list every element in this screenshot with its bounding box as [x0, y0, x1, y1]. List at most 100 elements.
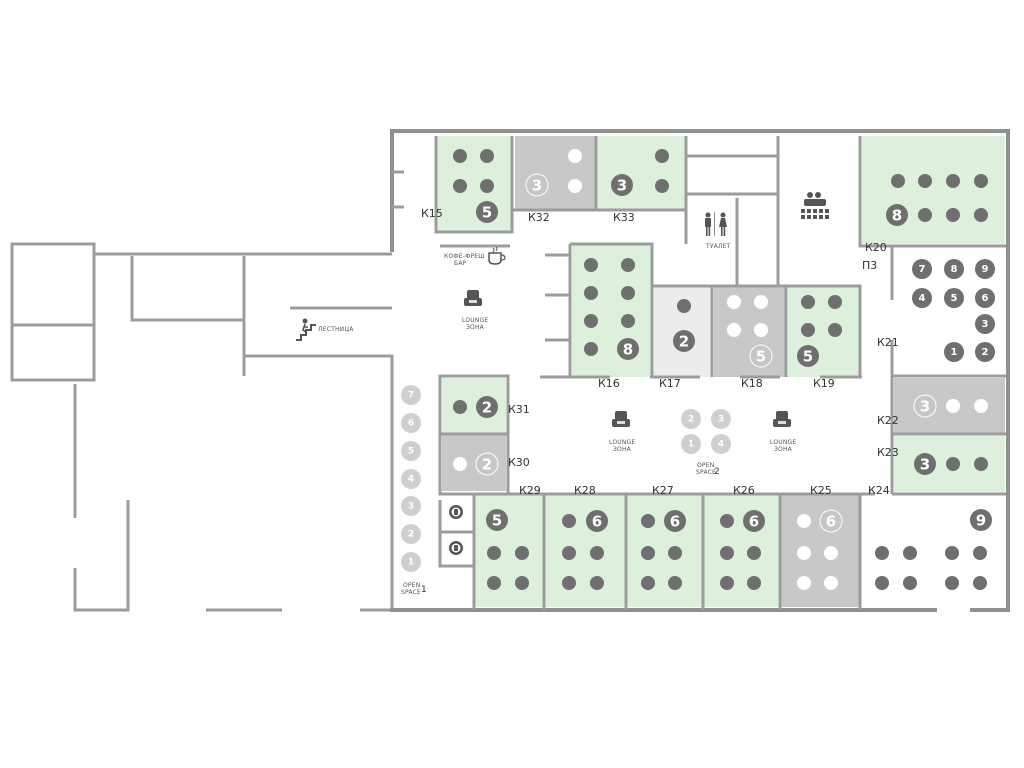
seat-k32-2 — [568, 179, 582, 193]
capacity-number-k17: 2 — [679, 333, 689, 351]
room-k18-fill[interactable] — [714, 287, 786, 377]
open-space-1-desk-2 — [401, 524, 421, 544]
open-space-1-desk-number-3: 3 — [408, 502, 414, 512]
seat-k33-1 — [655, 149, 669, 163]
seat-k27-3 — [641, 576, 655, 590]
seat-k29-2 — [515, 546, 529, 560]
lounge-chair-icon — [773, 411, 791, 427]
phone-booth-icon — [449, 541, 463, 555]
seat-k28-5 — [562, 514, 576, 528]
capacity-badge-k31 — [476, 396, 498, 418]
open-space-1-desk-number-5: 5 — [408, 447, 414, 457]
lounge-3-label-line1: LOUNGE — [770, 439, 796, 446]
capacity-badge-k19 — [797, 345, 819, 367]
seat-k26-1 — [720, 546, 734, 560]
seat-k27-1 — [641, 546, 655, 560]
seat-k23-2 — [974, 457, 988, 471]
meeting-table-icon — [801, 192, 829, 219]
seat-k28-2 — [590, 546, 604, 560]
room-k31-label: К31 — [508, 403, 530, 416]
p3-desk-6 — [975, 288, 995, 308]
seat-k32-1 — [568, 149, 582, 163]
lounge-1-label-line1: LOUNGE — [462, 317, 488, 324]
capacity-badge-k17 — [673, 330, 695, 352]
capacity-badge-k29 — [486, 509, 508, 531]
coffee-bar-label-line2: БАР — [454, 260, 467, 267]
walls — [10, 129, 1010, 612]
seat-k15-1 — [453, 149, 467, 163]
seat-k18-4 — [754, 323, 768, 337]
capacity-number-k25: 6 — [826, 513, 836, 531]
room-k19-fill[interactable] — [788, 287, 860, 377]
capacity-badge-k23 — [914, 453, 936, 475]
room-k23-label: К23 — [877, 446, 899, 459]
seat-k26-4 — [747, 576, 761, 590]
capacity-number-k33: 3 — [617, 177, 627, 195]
capacity-number-k22: 3 — [920, 398, 930, 416]
open-space-1-label-line1: OPEN — [403, 582, 420, 589]
seat-k28-3 — [562, 576, 576, 590]
room-k20-fill[interactable] — [862, 136, 1005, 244]
lounge-chair-icon — [612, 411, 630, 427]
seat-k30-1 — [453, 457, 467, 471]
lounge-2-label-line1: LOUNGE — [609, 439, 635, 446]
seats-layer — [453, 149, 988, 590]
capacity-number-k30: 2 — [482, 456, 492, 474]
room-k25-fill[interactable] — [781, 495, 860, 607]
seat-k24-4 — [973, 546, 987, 560]
capacity-number-k28: 6 — [592, 513, 602, 531]
lounge-2-label-line2: ЗОНА — [613, 446, 632, 453]
open-space-1-desk-1 — [401, 552, 421, 572]
capacity-badge-k32 — [525, 173, 549, 197]
seat-k20-1 — [891, 174, 905, 188]
p3-desk-1 — [944, 342, 964, 362]
toilet-label: ТУАЛЕТ — [705, 243, 731, 250]
seat-k16-1 — [584, 258, 598, 272]
room-k33-label: К33 — [613, 211, 635, 224]
room-k29-fill[interactable] — [475, 495, 543, 607]
phone-booth-icon — [449, 505, 463, 519]
p3-desk-number-7: 7 — [919, 264, 926, 275]
room-k28-fill[interactable] — [545, 495, 625, 607]
room-k16-fill[interactable] — [572, 244, 652, 377]
p3-desk-number-8: 8 — [951, 264, 958, 275]
open-space-2-desk-1 — [681, 434, 701, 454]
open-space-2-desk-4 — [711, 434, 731, 454]
seat-k20-5 — [918, 208, 932, 222]
open-space-2-desk-2 — [681, 409, 701, 429]
room-k15-fill[interactable] — [437, 136, 511, 231]
room-k32-fill[interactable] — [515, 136, 595, 210]
lounge-chair-icon — [464, 290, 482, 306]
lounge-3-label-line2: ЗОНА — [774, 446, 793, 453]
p3-desk-3 — [975, 314, 995, 334]
room-k27-fill[interactable] — [627, 495, 702, 607]
seat-k28-1 — [562, 546, 576, 560]
room-k20-label: К20 — [865, 241, 887, 254]
room-k24-label: К24 — [868, 484, 890, 497]
seat-k25-2 — [824, 546, 838, 560]
p3-desk-number-3: 3 — [982, 319, 989, 330]
capacity-badge-k28 — [586, 510, 608, 532]
seat-k25-1 — [797, 546, 811, 560]
seat-k26-5 — [720, 514, 734, 528]
seat-k26-3 — [720, 576, 734, 590]
seat-k24-8 — [973, 576, 987, 590]
seat-k29-3 — [487, 576, 501, 590]
capacity-badge-k16 — [617, 338, 639, 360]
capacity-badge-k20 — [886, 204, 908, 226]
seat-k19-3 — [801, 323, 815, 337]
room-k26-fill[interactable] — [704, 495, 779, 607]
capacity-badge-k33 — [611, 174, 633, 196]
seat-k27-2 — [668, 546, 682, 560]
room-k33-fill[interactable] — [597, 136, 685, 210]
capacity-badge-k30 — [475, 452, 499, 476]
capacity-badge-k25 — [819, 509, 843, 533]
seat-k15-4 — [480, 179, 494, 193]
capacity-number-k20: 8 — [892, 207, 902, 225]
seat-k24-1 — [875, 546, 889, 560]
seat-k28-4 — [590, 576, 604, 590]
seat-k29-1 — [487, 546, 501, 560]
seat-k24-6 — [903, 576, 917, 590]
